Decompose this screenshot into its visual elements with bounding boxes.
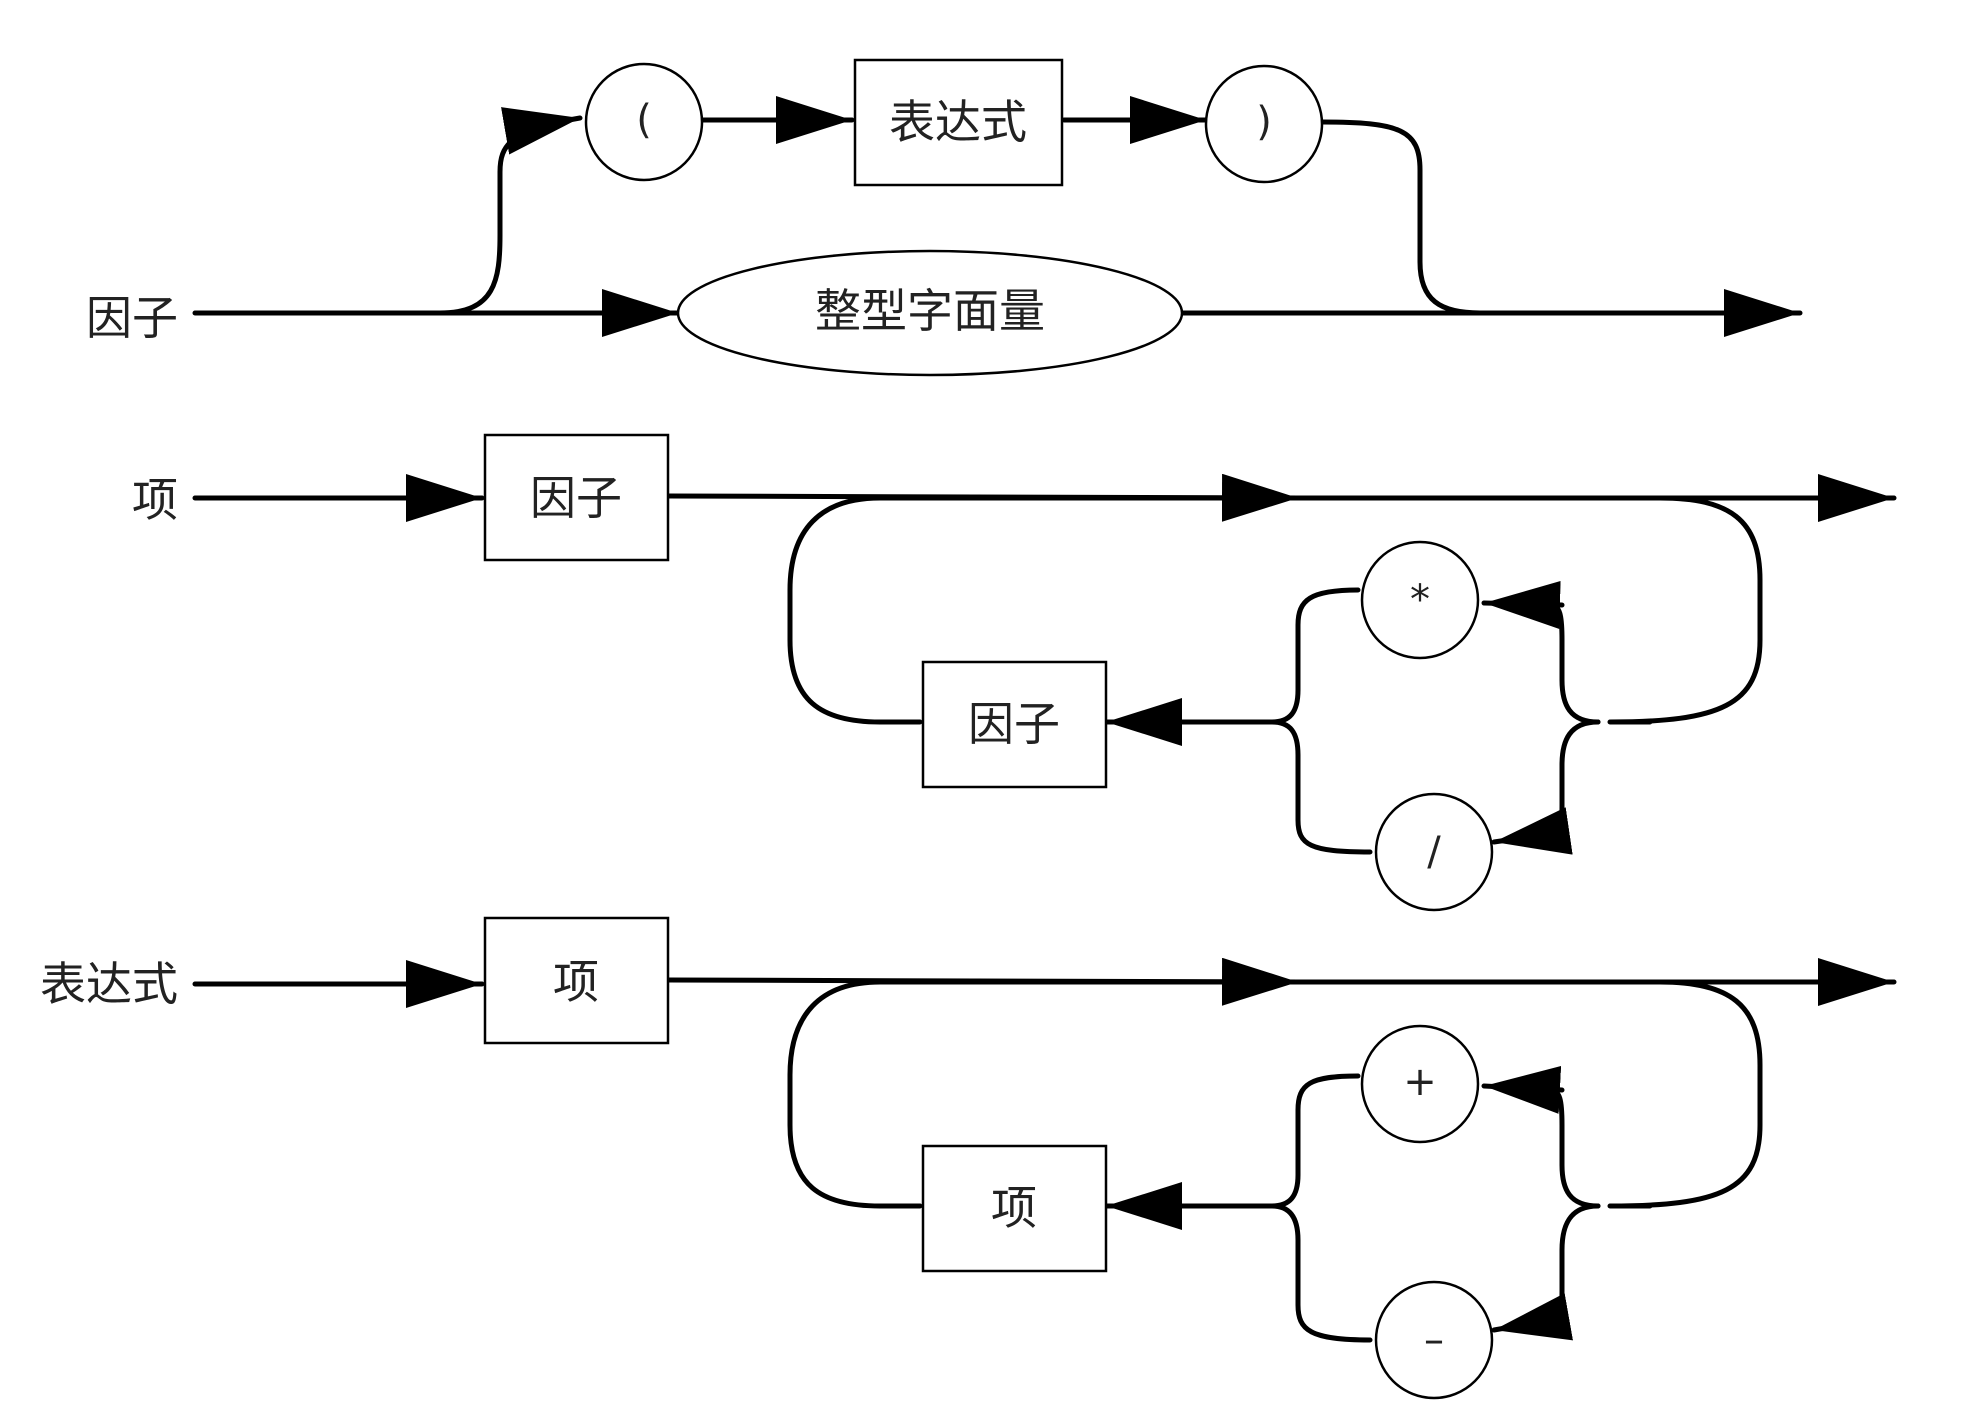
expr-first-term-box: [483, 916, 670, 1045]
term-loop-to-mul-line: [1547, 602, 1601, 725]
expr-add-arrow: [1481, 1065, 1565, 1114]
expression-rule-label: 表达式: [40, 957, 178, 1011]
div-symbol: /: [1427, 829, 1441, 875]
expression-rule: 表达式 项 + – 项: [40, 916, 1897, 1400]
expr-repeat-term-box: [921, 1144, 1108, 1273]
expr-loop-to-sub-line: [1547, 1203, 1601, 1321]
expr-loop-to-add-line: [1547, 1087, 1601, 1209]
term-first-factor-label: 因子: [530, 471, 622, 525]
expr-loop-line: [787, 979, 1763, 1209]
term-op-join-line-div: [1269, 719, 1373, 855]
term-first-factor-box: [483, 433, 670, 562]
term-rule-label: 项: [132, 473, 178, 527]
expr-op-join-line-sub: [1269, 1203, 1373, 1343]
term-rule: 项 因子 * / 因子: [132, 433, 1897, 912]
term-loop-to-div-line: [1547, 719, 1601, 835]
term-repeat-factor-box: [921, 660, 1108, 789]
lparen-terminal: [584, 62, 704, 182]
expr-repeat-term-label: 项: [991, 1181, 1037, 1235]
term-repeat-factor-label: 因子: [968, 697, 1060, 751]
term-div-arrow: [1491, 807, 1573, 855]
mul-symbol: *: [1410, 577, 1430, 623]
expr-op-join-line: [1097, 1073, 1361, 1209]
expr-first-term-label: 项: [553, 955, 599, 1009]
sub-symbol: –: [1424, 1317, 1444, 1363]
term-op-join-line: [1097, 587, 1361, 725]
factor-rule-label: 因子: [86, 291, 178, 345]
lparen-symbol: (: [636, 97, 652, 143]
add-terminal: [1360, 1024, 1480, 1144]
factor-rparen-return-line: [1319, 119, 1483, 316]
add-symbol: +: [1403, 1059, 1437, 1105]
expr-nonterminal-label: 表达式: [889, 95, 1027, 149]
expr-sub-arrow: [1491, 1293, 1574, 1341]
rparen-symbol: ): [1256, 99, 1272, 145]
div-terminal: [1374, 792, 1494, 912]
expr-nonterminal-box: [853, 58, 1064, 187]
sub-terminal: [1374, 1280, 1494, 1400]
term-loop-line: [787, 495, 1763, 725]
int-literal-token: [676, 249, 1184, 377]
factor-branch-up-line: [437, 107, 583, 316]
rparen-terminal: [1204, 64, 1324, 184]
factor-rule: 因子 ( 表达式 ) 整型字面量: [86, 58, 1803, 377]
int-literal-label: 整型字面量: [815, 284, 1045, 338]
mul-terminal: [1360, 540, 1480, 660]
term-mul-arrow: [1481, 580, 1565, 629]
